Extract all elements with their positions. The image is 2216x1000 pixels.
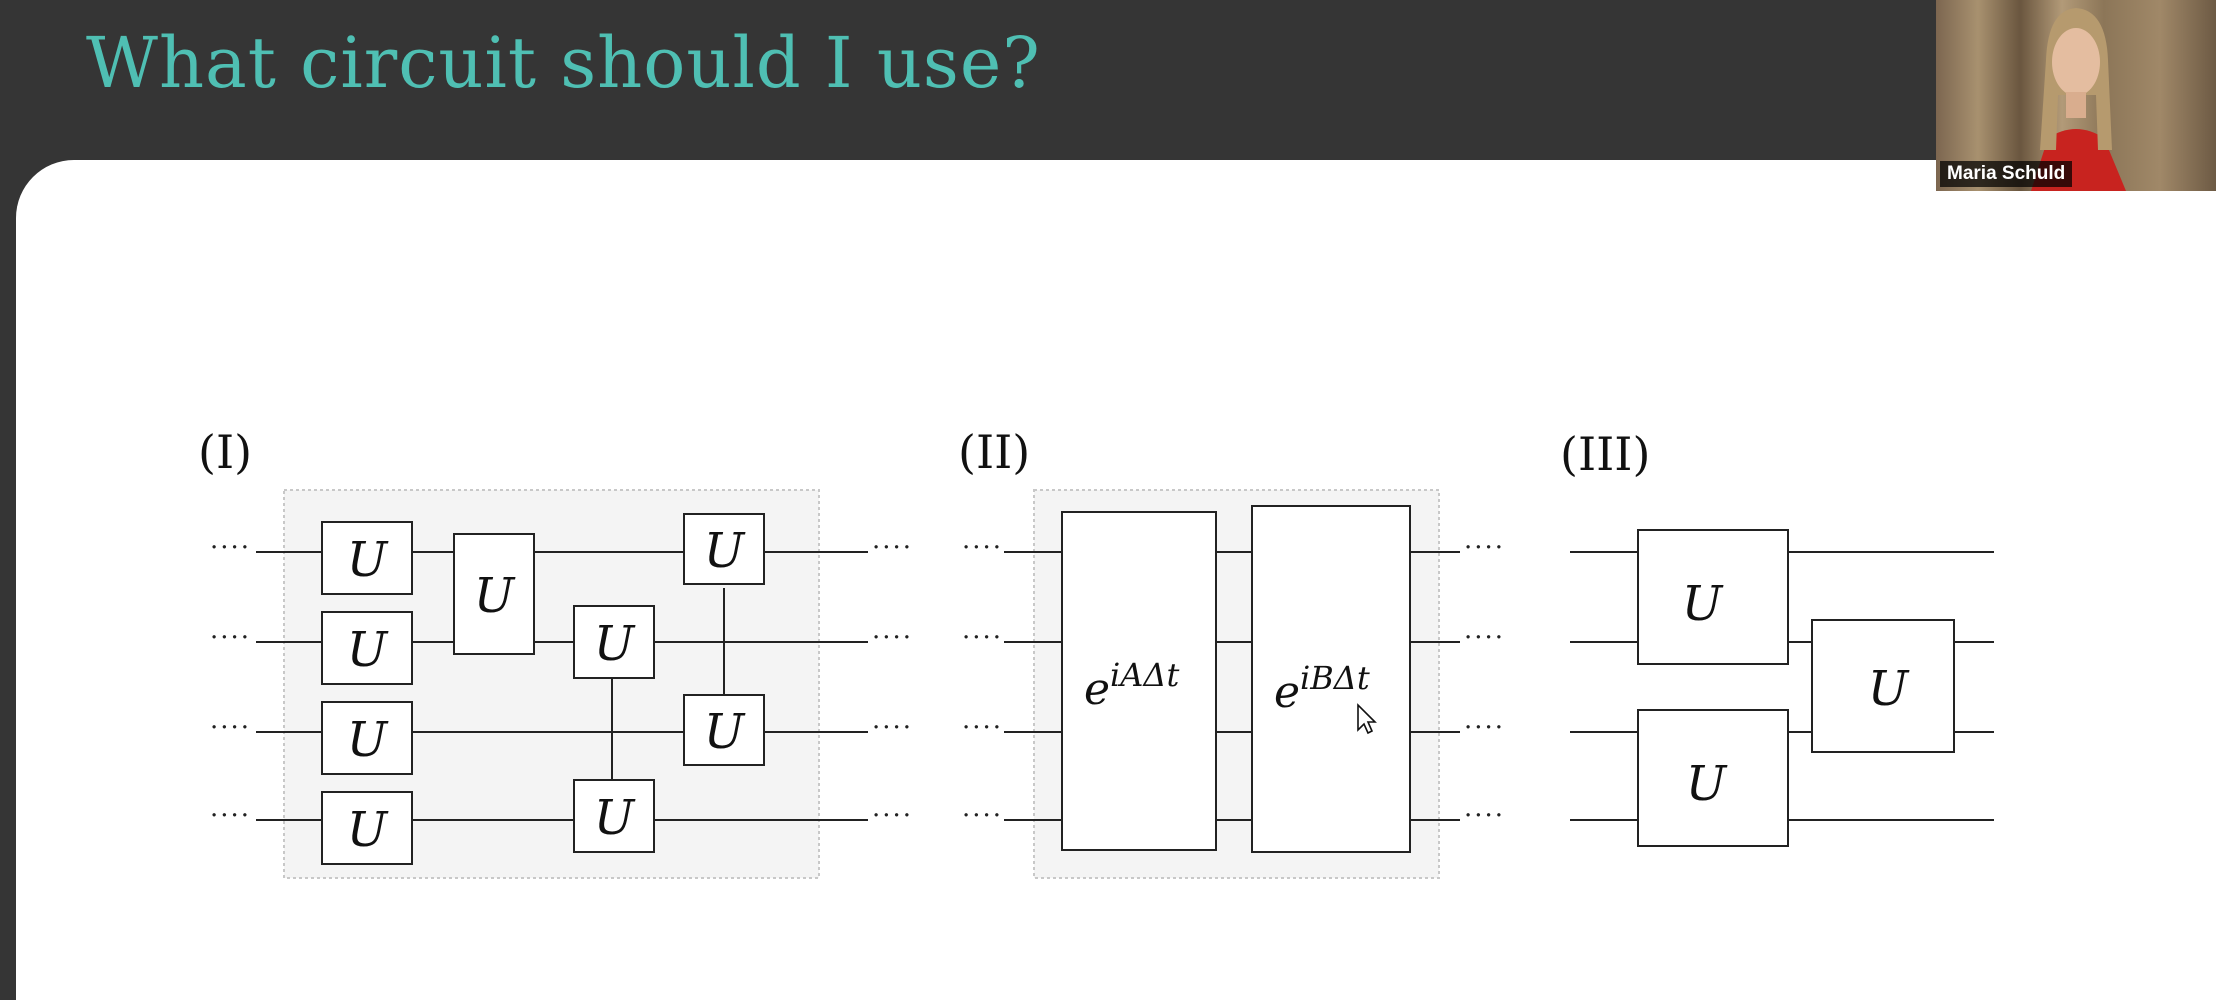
ellipsis: ···· — [872, 533, 913, 563]
circuit-ii-left-ellipsis: ···· ···· ···· ···· — [962, 533, 1003, 831]
evolution-gate-b — [1251, 505, 1411, 853]
ellipsis: ···· — [1464, 713, 1505, 743]
ellipsis: ···· — [962, 533, 1003, 563]
circuit-ii-label: (II) — [958, 425, 1030, 479]
ellipsis: ···· — [210, 533, 251, 563]
circuit-i-right-ellipsis: ···· ···· ···· ···· — [872, 533, 913, 831]
slide-title: What circuit should I use? — [86, 22, 1041, 104]
circuit-iii: (III) U U U — [1560, 427, 1994, 847]
gate-box — [1637, 529, 1789, 665]
gate-u-label: U — [347, 532, 389, 588]
gate-box — [573, 605, 655, 679]
mouse-cursor-icon — [1357, 703, 1377, 735]
exp-exponent: iAΔt — [1110, 656, 1179, 694]
gate-u-label: U — [347, 712, 389, 768]
gate-box — [321, 791, 413, 865]
evolution-gate-a — [1061, 511, 1217, 851]
gate-u-label: U — [1868, 661, 1910, 717]
gate-box — [321, 611, 413, 685]
participant-name-label: Maria Schuld — [1940, 161, 2073, 187]
ellipsis: ···· — [210, 801, 251, 831]
ellipsis: ···· — [962, 713, 1003, 743]
gate-box — [573, 779, 655, 853]
ellipsis: ···· — [210, 713, 251, 743]
gate-u-label: U — [594, 790, 636, 846]
gate-box — [683, 513, 765, 585]
exp-base: e — [1084, 664, 1110, 715]
ellipsis: ···· — [1464, 623, 1505, 653]
gate-box — [1811, 619, 1955, 753]
gate-u-label: U — [347, 802, 389, 858]
gate-box — [321, 701, 413, 775]
circuit-ii: (II) ···· ···· ···· ···· ···· ···· ···· … — [958, 425, 1505, 879]
ellipsis: ···· — [1464, 801, 1505, 831]
circuit-i-left-ellipsis: ···· ···· ···· ···· — [210, 533, 251, 831]
gate-exp-b: eiBΔt — [1274, 659, 1370, 718]
circuit-i: (I) ···· ···· ···· ···· ···· ···· ···· ·… — [198, 425, 913, 879]
ellipsis: ···· — [210, 623, 251, 653]
exp-base: e — [1274, 667, 1300, 718]
ellipsis: ···· — [872, 801, 913, 831]
video-feed — [1936, 0, 2216, 191]
ellipsis: ···· — [962, 801, 1003, 831]
gate-box — [1637, 709, 1789, 847]
gate-u-label: U — [1682, 576, 1724, 632]
gate-u-label: U — [474, 568, 516, 624]
gate-u-label: U — [1686, 756, 1728, 812]
gate-u-label: U — [704, 523, 746, 579]
ellipsis: ···· — [962, 623, 1003, 653]
gate-box — [321, 521, 413, 595]
gate-box — [683, 694, 765, 766]
gate-u-label: U — [347, 622, 389, 678]
exp-exponent: iBΔt — [1300, 659, 1370, 697]
ellipsis: ···· — [1464, 533, 1505, 563]
participant-video-tile[interactable]: Maria Schuld — [1936, 0, 2216, 191]
gate-box — [453, 533, 535, 655]
ellipsis: ···· — [872, 713, 913, 743]
circuit-iii-label: (III) — [1560, 427, 1650, 481]
circuit-ii-right-ellipsis: ···· ···· ···· ···· — [1464, 533, 1505, 831]
ellipsis: ···· — [872, 623, 913, 653]
gate-u-label: U — [704, 704, 746, 760]
circuit-i-label: (I) — [198, 425, 252, 479]
gate-exp-a: eiAΔt — [1084, 656, 1180, 715]
gate-u-label: U — [594, 616, 636, 672]
